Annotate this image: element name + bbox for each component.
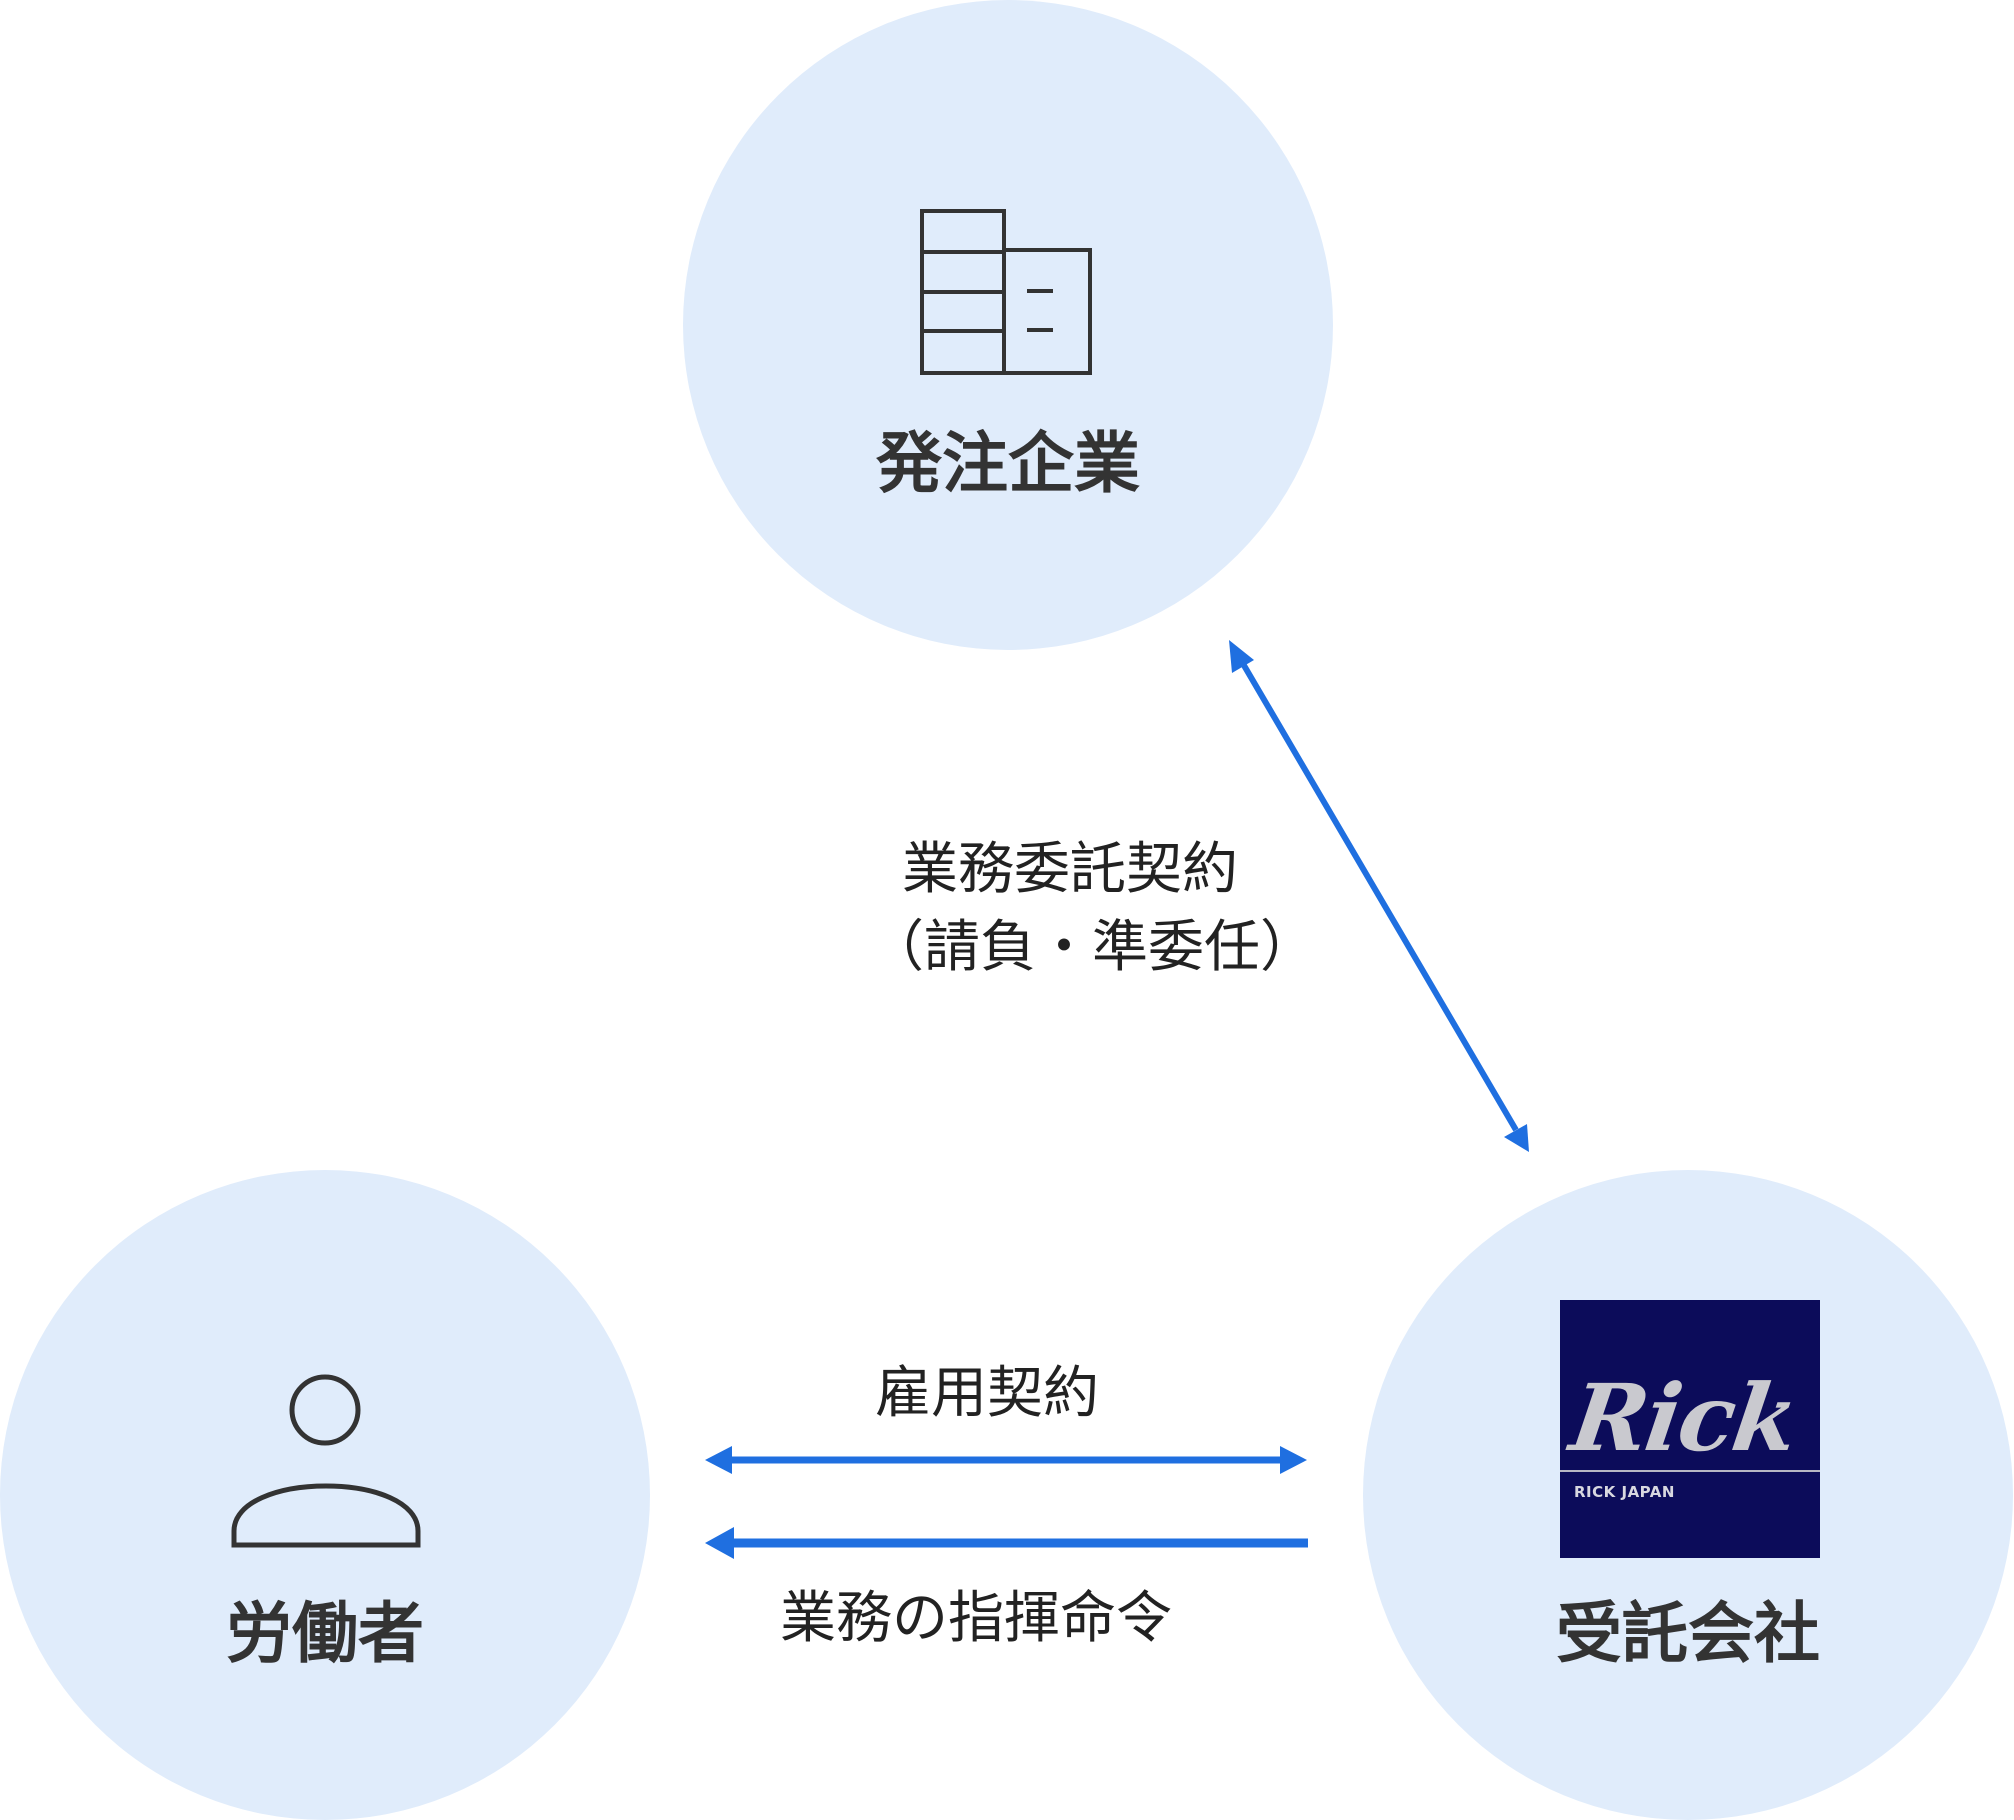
- outsourcing-arrow: [1229, 640, 1529, 1152]
- building-icon: [920, 209, 1092, 375]
- worker-label: 労働者: [226, 1595, 424, 1672]
- worker-node-circle: [0, 1170, 650, 1820]
- rick-japan-logo: Rick RICK JAPAN: [1560, 1300, 1820, 1558]
- logo-divider: [1560, 1470, 1820, 1472]
- work-command-label: 業務の指揮命令: [780, 1586, 1172, 1651]
- employment-contract-label: 雇用契約: [875, 1361, 1099, 1426]
- employment-arrow: [705, 1446, 1307, 1474]
- command-arrow: [705, 1527, 1308, 1559]
- contractor-label: 受託会社: [1556, 1595, 1820, 1672]
- logo-subtext: RICK JAPAN: [1574, 1483, 1675, 1501]
- client-label: 発注企業: [876, 425, 1140, 502]
- outsourcing-contract-sublabel: （請負・準委任）: [868, 915, 1316, 980]
- outsourcing-contract-label: 業務委託契約: [902, 837, 1238, 902]
- client-node-circle: [683, 0, 1333, 650]
- person-icon: [231, 1374, 421, 1548]
